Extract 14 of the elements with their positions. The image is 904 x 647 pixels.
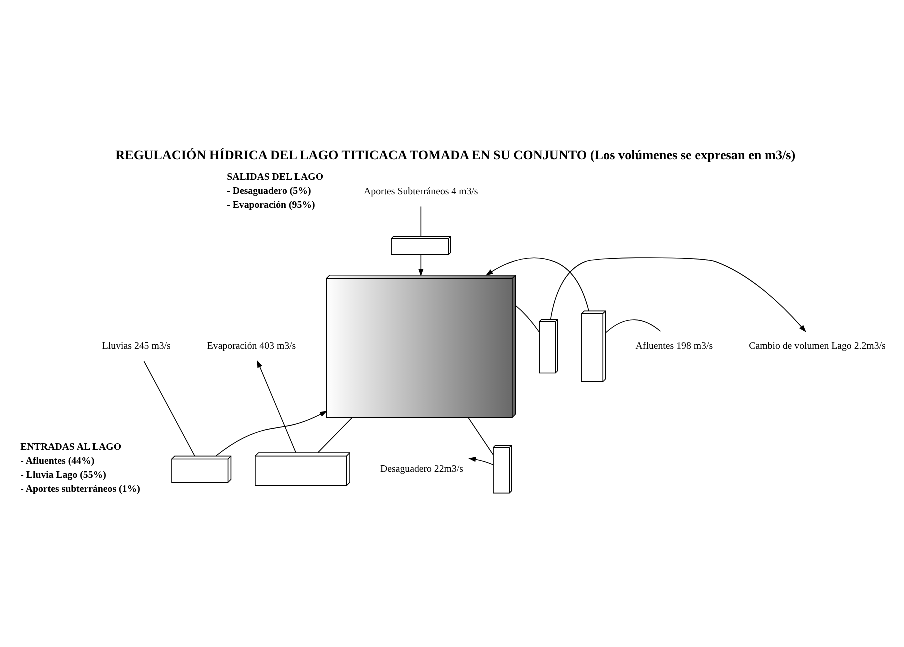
node-text: Afluentes 198 m3/s (636, 341, 714, 352)
label: - Evaporación (95%) (227, 200, 316, 212)
label: - Afluentes (44%) (20, 456, 95, 468)
label: - Aportes subterráneos (1%) (20, 484, 140, 496)
node-text: Evaporación 403 m3/s (207, 341, 296, 352)
node-text: Lluvias 245 m3/s (102, 341, 171, 352)
label: ENTRADAS AL LAGO (20, 442, 122, 454)
diagram-title: REGULACIÓN HÍDRICA DEL LAGO TITICACA TOMADA EN SU CONJUNTO (Los volúmenes se expresan en m3/s) (116, 147, 796, 162)
node-text: Cambio de volumen Lago 2.2m3/s (749, 341, 886, 352)
label: - Lluvia Lago (55%) (20, 470, 106, 482)
label: SALIDAS DEL LAGO (227, 172, 324, 184)
label: - Desaguadero (5%) (227, 186, 312, 198)
node-text: Aportes Subterráneos 4 m3/s (364, 186, 478, 198)
node-text: Desaguadero 22m3/s (380, 464, 464, 476)
